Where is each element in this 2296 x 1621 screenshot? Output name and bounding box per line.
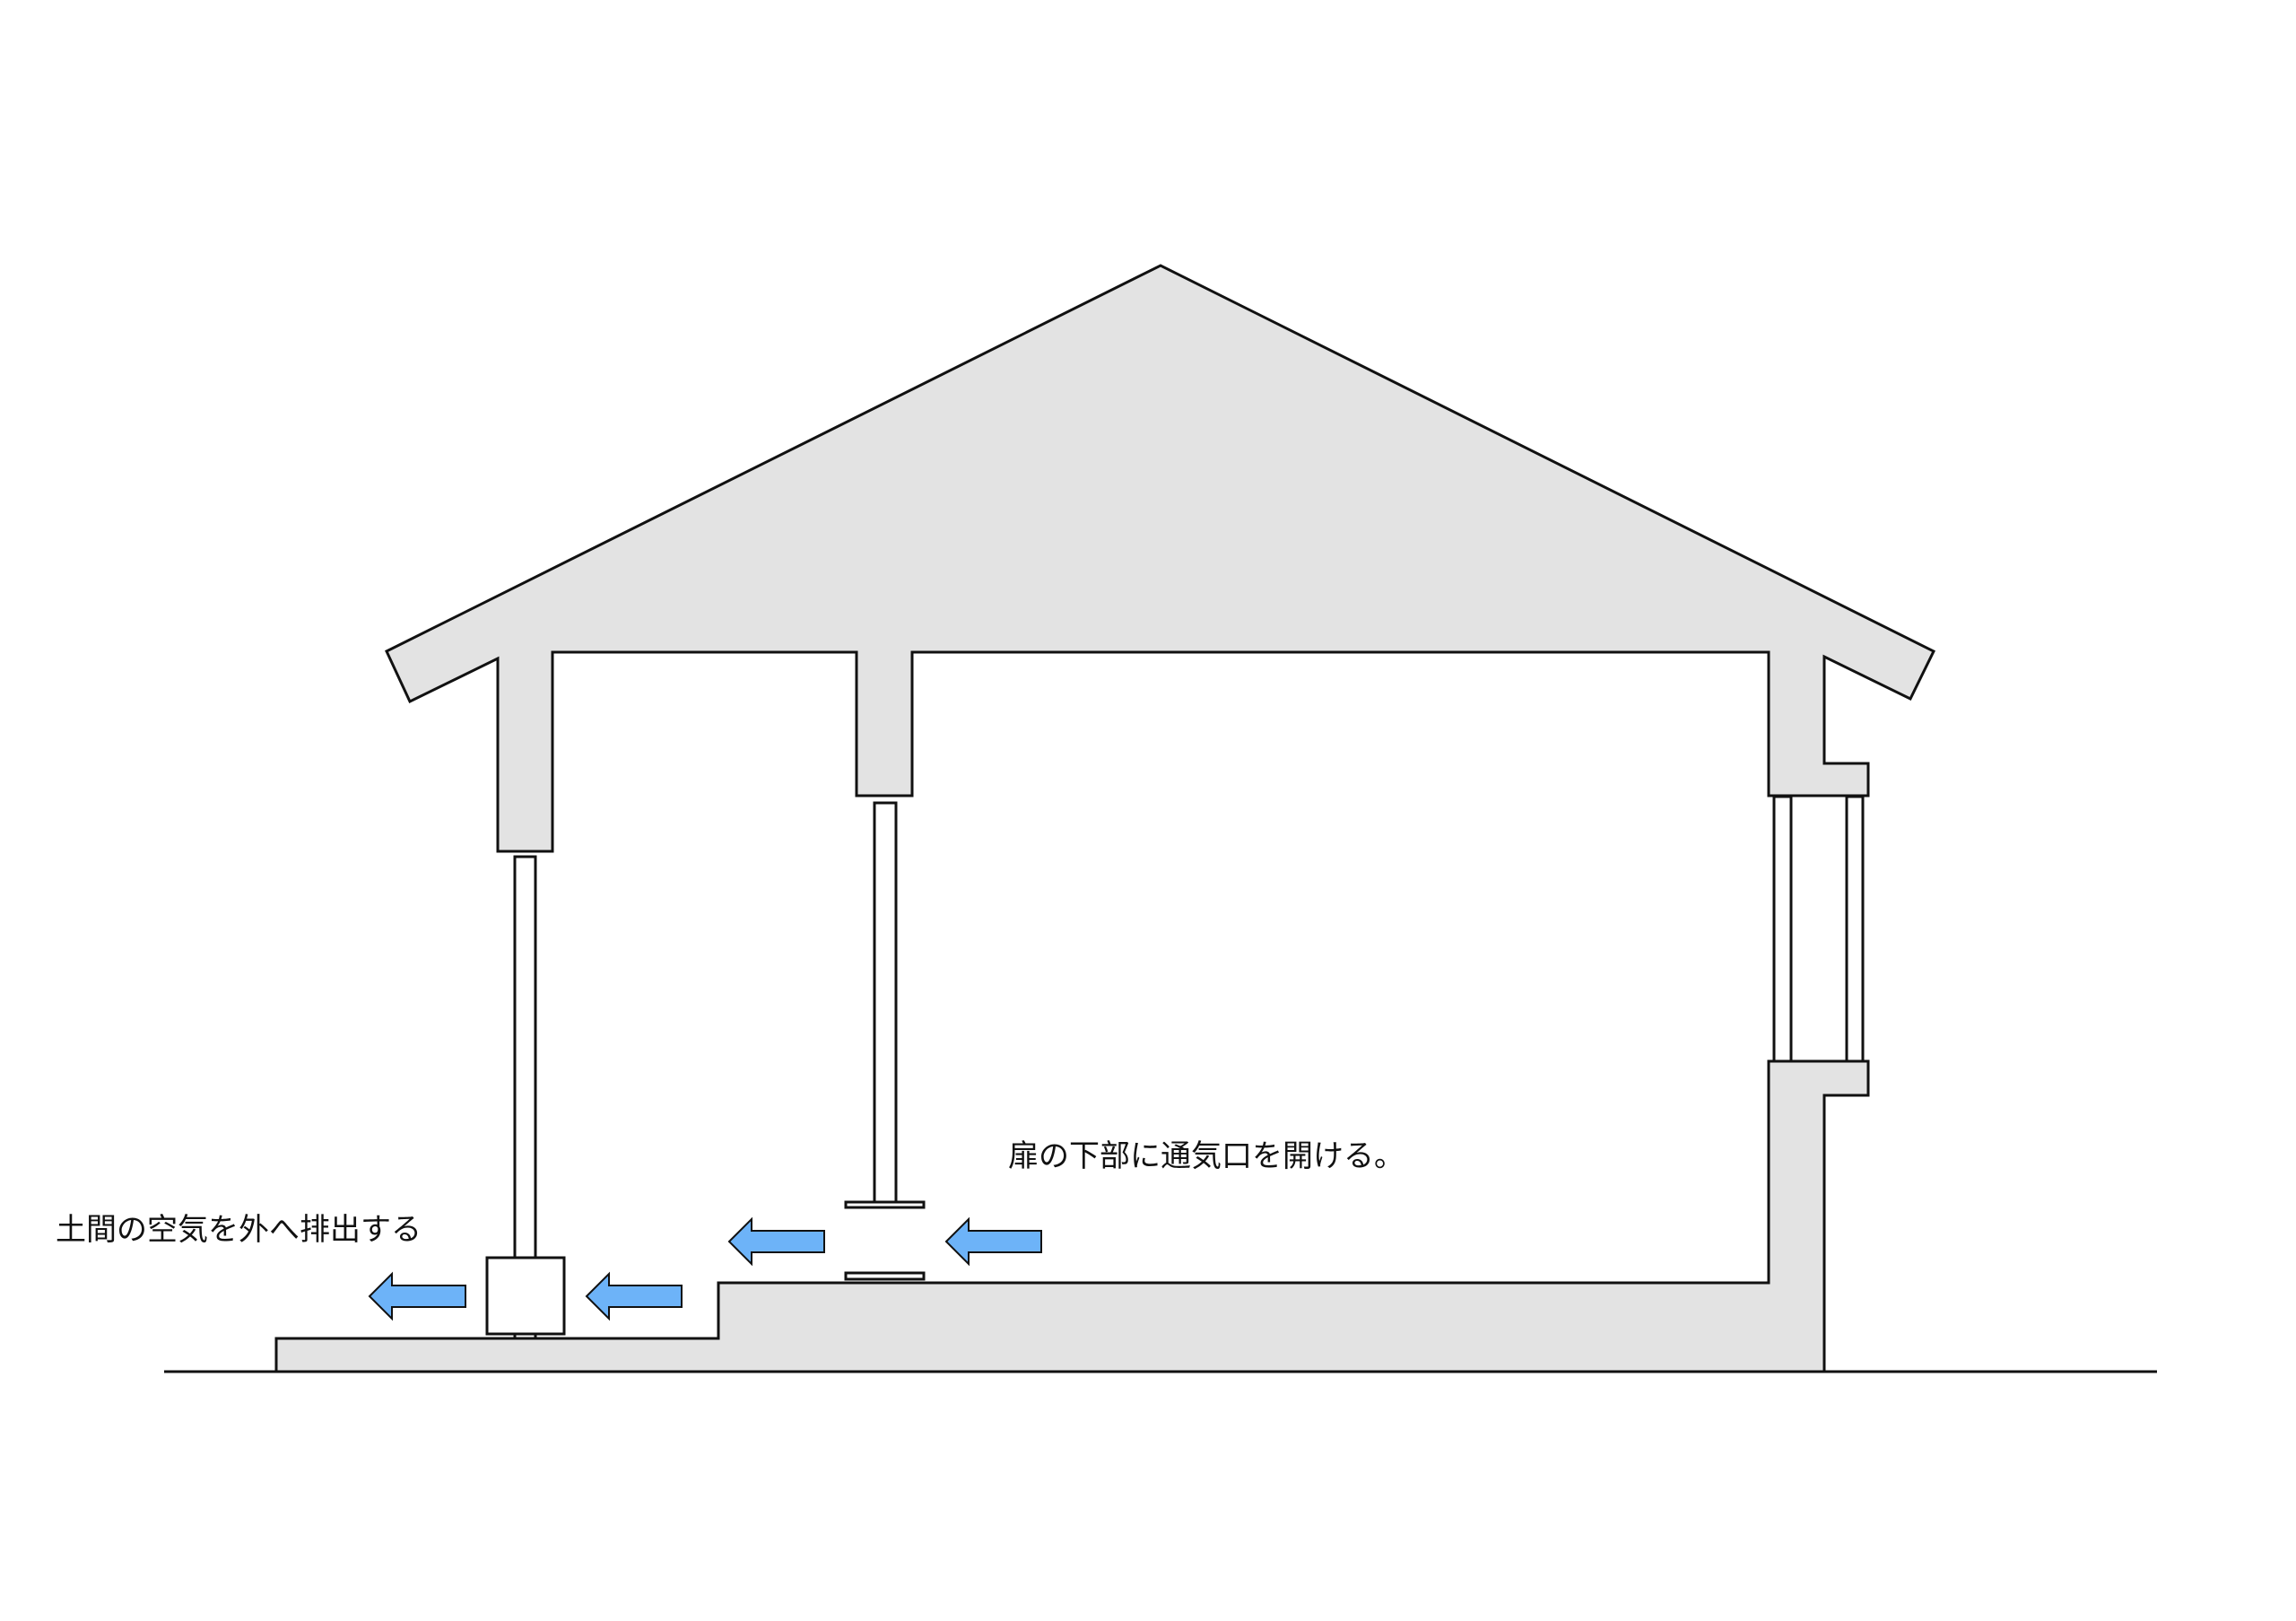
exhaust-fan-box <box>485 1256 566 1336</box>
airflow-arrow <box>944 1216 1042 1267</box>
door-bottom-plate <box>844 1271 926 1281</box>
airflow-arrows <box>368 1216 1042 1321</box>
roof-structure <box>385 264 1936 853</box>
left-wall-post <box>513 855 537 1259</box>
airflow-arrow <box>585 1271 683 1321</box>
airflow-arrow <box>368 1271 466 1321</box>
door-top-plate <box>844 1200 926 1209</box>
floor-slab <box>274 1059 1870 1373</box>
window-frame-inner <box>1772 795 1793 1063</box>
window-frame-outer <box>1845 795 1865 1063</box>
door-vent-label: 扉の下部に通気口を開ける。 <box>1008 1138 1405 1174</box>
partition-post <box>873 801 898 1204</box>
exhaust-label: 土間の空気を外へ排出する <box>56 1212 422 1248</box>
airflow-arrow <box>727 1216 825 1267</box>
